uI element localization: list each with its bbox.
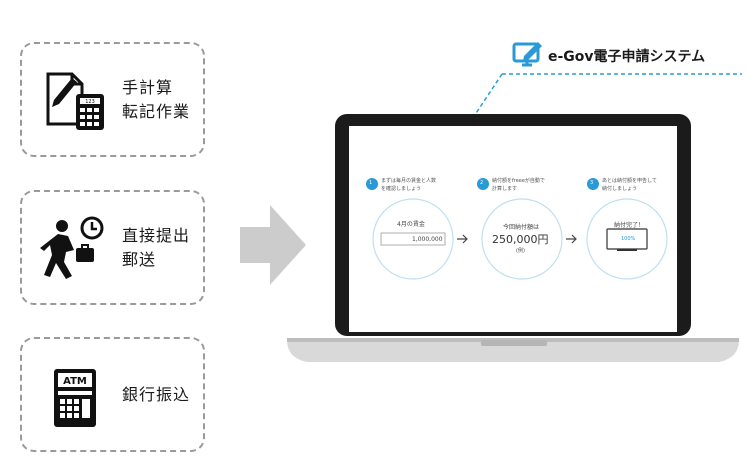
egov-label: e-Gov電子申請システム bbox=[512, 40, 742, 80]
step-text: 納付額をfreeeが自動で bbox=[492, 178, 545, 184]
document-calculator-icon: 123 bbox=[46, 72, 104, 130]
payment-note: (例) bbox=[516, 248, 525, 254]
step-text: を確認しましょう bbox=[381, 186, 422, 192]
laptop: 1 まずは毎月の賃金と人数 を確認しましょう 2 納付額をfreeeが自動で 計… bbox=[285, 112, 745, 371]
payment-label: 今回納付額は bbox=[503, 224, 540, 231]
step-circles bbox=[372, 198, 668, 280]
card-manual-calculation: 123 手計算 転記作業 bbox=[20, 42, 205, 157]
svg-text:123: 123 bbox=[85, 99, 95, 105]
step-text: あとは納付額を申告して bbox=[602, 178, 657, 184]
payment-amount: 250,000円 bbox=[492, 233, 549, 246]
egov-title: e-Gov電子申請システム bbox=[548, 49, 706, 65]
card-bank-transfer: ATM 銀行振込 bbox=[20, 337, 205, 452]
card-label: 直接提出 郵送 bbox=[122, 192, 190, 303]
step-text: 計算します bbox=[492, 186, 518, 192]
step-number: 3 bbox=[590, 180, 594, 186]
wage-input: 1,000,000 bbox=[412, 236, 443, 243]
step-text: 納付しましょう bbox=[602, 186, 638, 192]
card-label-line1: 銀行振込 bbox=[122, 384, 191, 404]
running-person-clock-icon bbox=[40, 216, 104, 279]
atm-icon: ATM bbox=[54, 369, 96, 427]
card-direct-submission: 直接提出 郵送 bbox=[20, 190, 205, 305]
wage-label: 4月の賃金 bbox=[397, 221, 425, 228]
monitor-pen-icon bbox=[512, 42, 542, 67]
card-label-line1: 直接提出 bbox=[122, 225, 191, 245]
step-number-icon bbox=[366, 178, 378, 190]
step-number: 1 bbox=[369, 180, 373, 186]
card-label-line2: 郵送 bbox=[122, 249, 157, 269]
step-number-icon bbox=[587, 178, 599, 190]
card-label: 銀行振込 bbox=[122, 339, 190, 450]
arrow-right-icon bbox=[240, 205, 306, 285]
step-text: まずは毎月の賃金と人数 bbox=[381, 178, 437, 184]
step-number: 2 bbox=[480, 180, 484, 186]
step-number-icon bbox=[477, 178, 489, 190]
progress-text: 100% bbox=[621, 236, 636, 242]
svg-text:ATM: ATM bbox=[63, 376, 87, 387]
card-label-line2: 転記作業 bbox=[122, 101, 191, 121]
complete-label: 納付完了！ bbox=[614, 222, 645, 229]
card-label-line1: 手計算 bbox=[122, 77, 174, 97]
card-label: 手計算 転記作業 bbox=[122, 44, 190, 155]
